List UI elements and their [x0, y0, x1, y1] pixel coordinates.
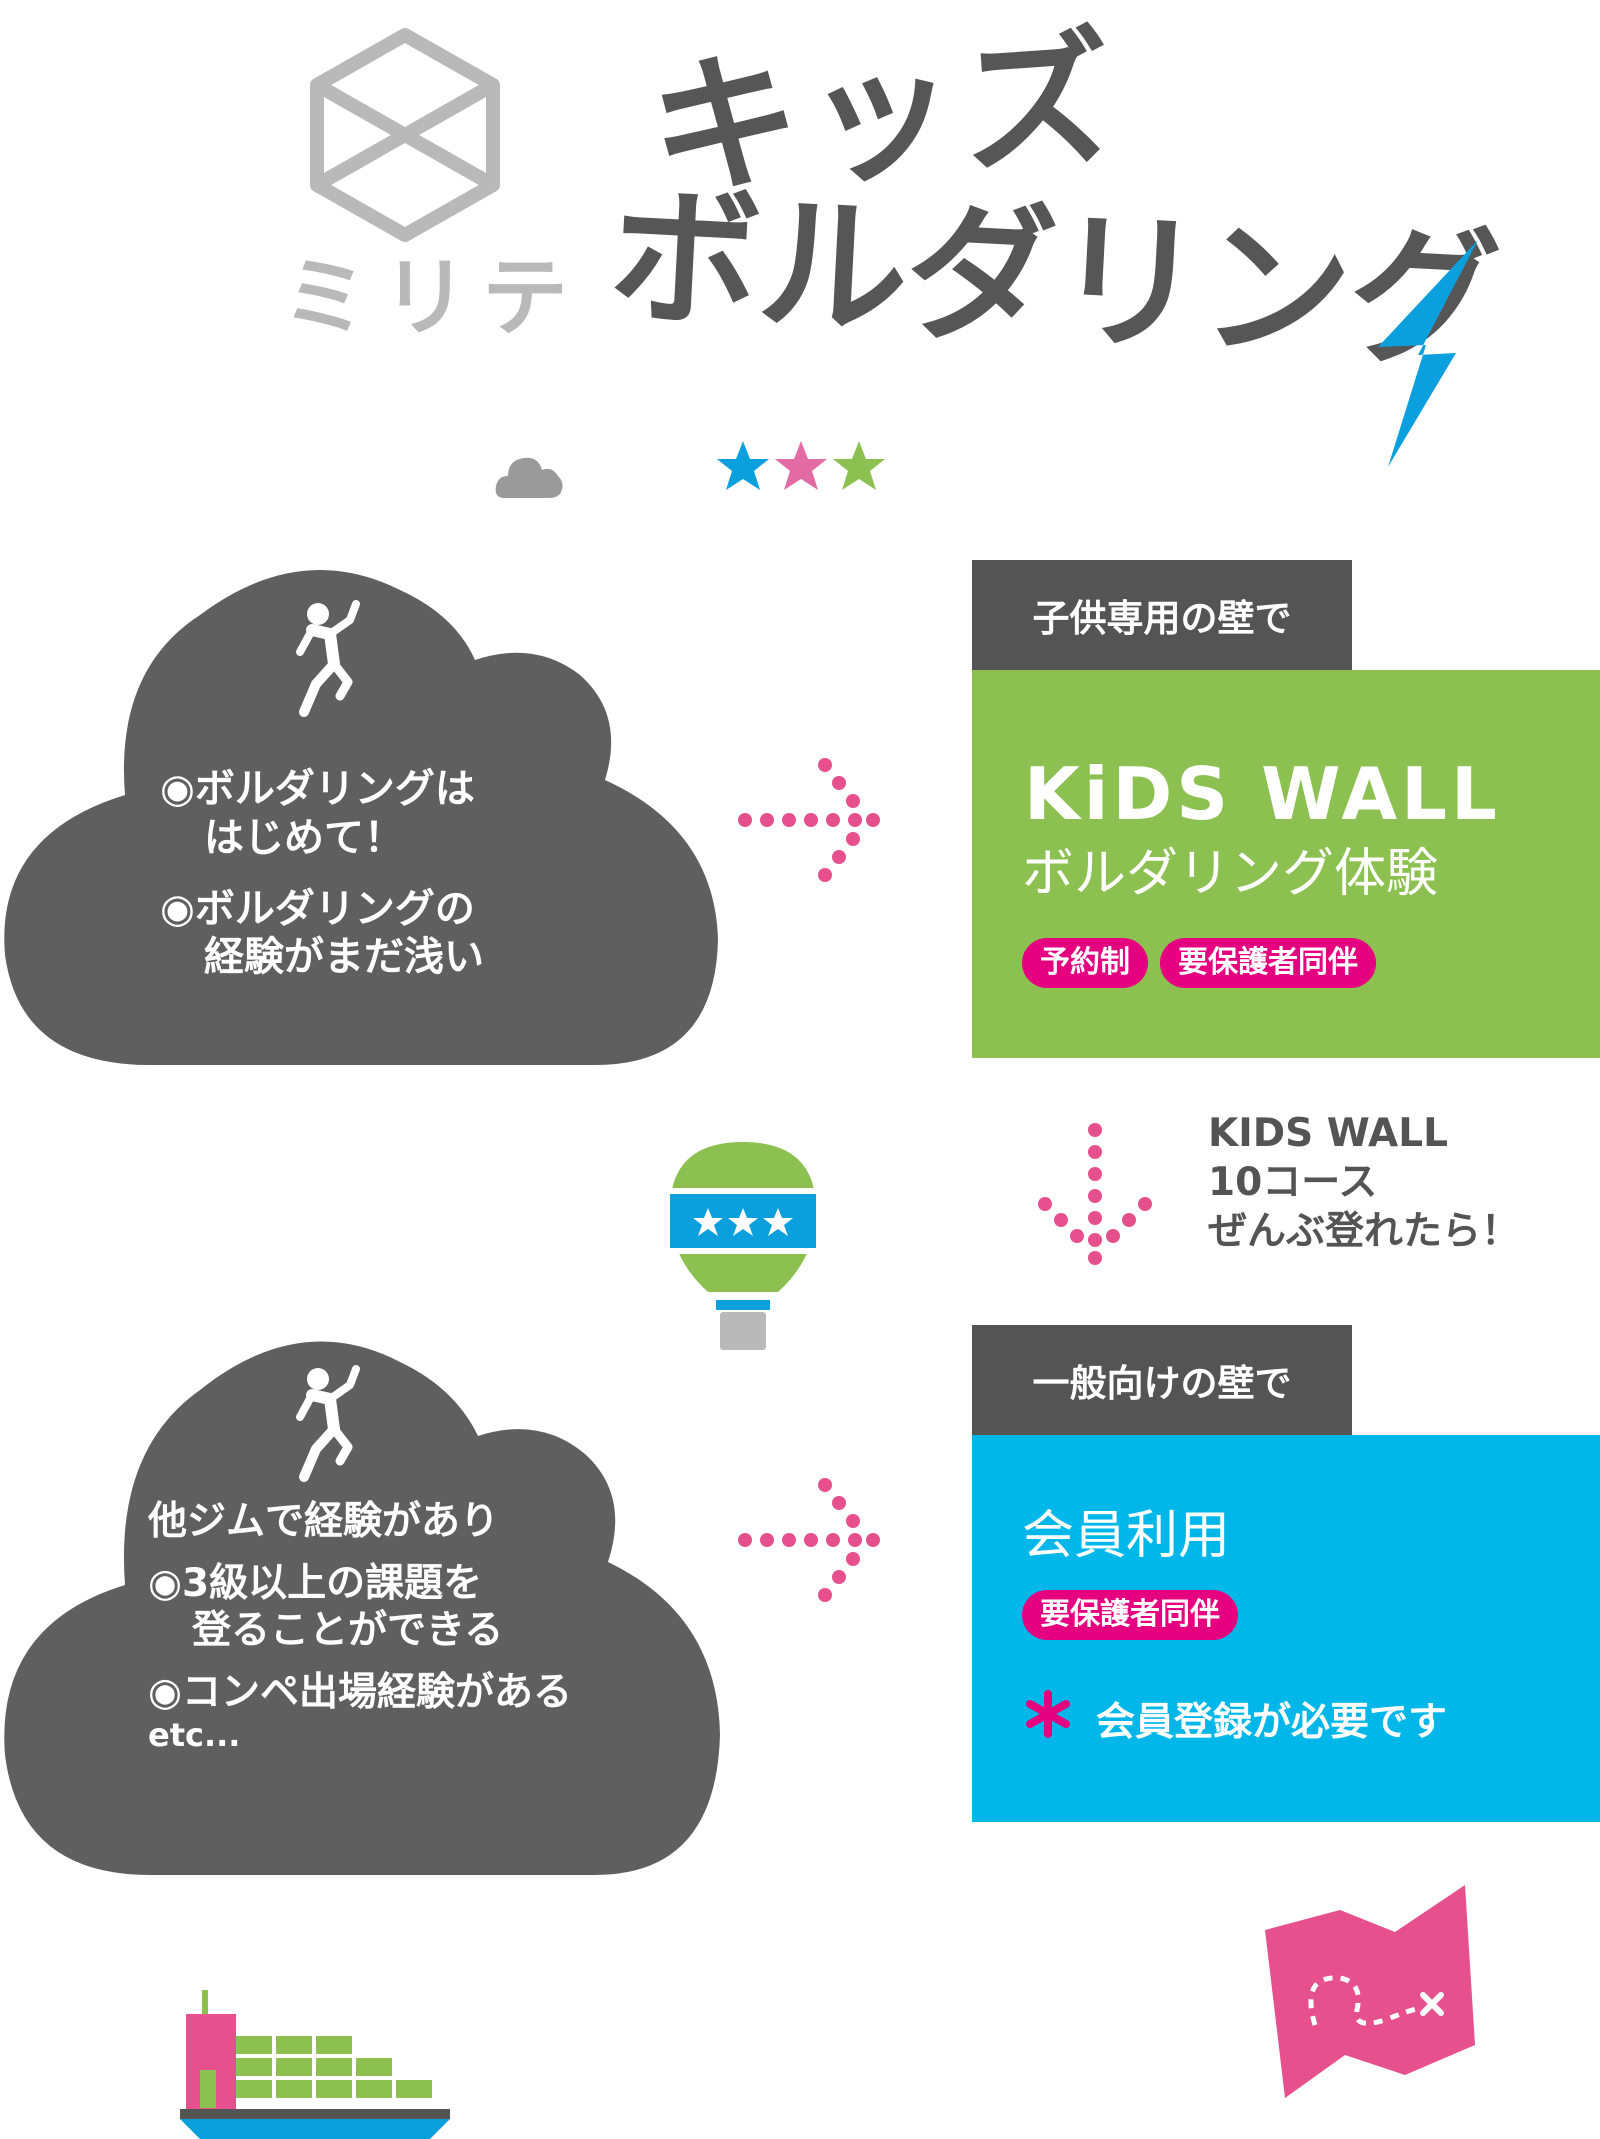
cloud-2-line: ◉コンペ出場経験がある: [148, 1669, 573, 1715]
dotted-arrow-right-icon: [738, 758, 880, 882]
cloud-1-line: ◉ボルダリングの: [160, 885, 475, 932]
cloud-section-1: [4, 570, 719, 1065]
cloud-section-2: [4, 1341, 721, 1875]
tab-general-wall: 一般向けの壁で: [972, 1325, 1352, 1435]
transition-line: ぜんぶ登れたら！: [1208, 1208, 1521, 1254]
page-title: キッズ ボルダリング: [606, 0, 1502, 430]
three-stars-icon: [717, 441, 885, 490]
transition-text: KIDS WALL 10コース ぜんぶ登れたら！: [1208, 1110, 1520, 1256]
container-ship-icon: [180, 1990, 450, 2139]
badge-reservation: 予約制: [1022, 938, 1148, 988]
general-wall-subtitle: 会員利用: [1022, 1506, 1231, 1566]
kids-wall-badges: 予約制 要保護者同伴: [1022, 938, 1376, 988]
membership-note: 会員登録が必要です: [1096, 1700, 1448, 1745]
lightning-bolt-icon: [1378, 240, 1478, 467]
hexagon-cube-logo-icon: [310, 28, 500, 242]
dotted-arrow-down-icon: [1038, 1123, 1152, 1265]
kids-wall-subtitle: ボルダリング体験: [1022, 844, 1439, 904]
treasure-map-icon: [1265, 1885, 1475, 2098]
badge-guardian: 要保護者同伴: [1160, 938, 1376, 988]
small-cloud-icon: [495, 457, 563, 498]
transition-line: KIDS WALL: [1208, 1111, 1448, 1156]
cloud-2-line: etc...: [148, 1716, 241, 1755]
tab-kids-wall: 子供専用の壁で: [972, 560, 1352, 670]
general-wall-panel: 会員利用 要保護者同伴 会員登録が必要です: [972, 1435, 1600, 1822]
cloud-2-text: 他ジムで経験があり ◉3級以上の課題を 登ることができる ◉コンペ出場経験がある…: [148, 1498, 572, 1755]
cloud-2-line: ◉3級以上の課題を: [148, 1560, 483, 1606]
cloud-2-line: 他ジムで経験があり: [148, 1499, 500, 1544]
climber-icon: [296, 1365, 360, 1482]
cloud-1-line: 経験がまだ浅い: [204, 934, 484, 981]
transition-line: 10コース: [1208, 1159, 1378, 1205]
asterisk-icon: [1026, 1690, 1070, 1738]
cloud-2-line: 登ることができる: [192, 1608, 504, 1654]
hot-air-balloon-icon: [670, 1142, 816, 1350]
cloud-1-text: ◉ボルダリングは はじめて！ ◉ボルダリングの 経験がまだ浅い: [160, 765, 484, 982]
brand-name: ミリテ: [282, 248, 582, 348]
general-wall-badges: 要保護者同伴: [1022, 1590, 1238, 1640]
kids-wall-logo: KiDS WALL: [1024, 752, 1501, 836]
cloud-1-line: ◉ボルダリングは: [160, 766, 475, 812]
dotted-arrow-right-icon: [738, 1478, 880, 1602]
badge-guardian: 要保護者同伴: [1022, 1590, 1238, 1640]
climber-icon: [296, 600, 360, 717]
cloud-1-line: はじめて！: [204, 814, 404, 861]
kids-wall-panel: KiDS WALL ボルダリング体験 予約制 要保護者同伴: [972, 670, 1600, 1058]
